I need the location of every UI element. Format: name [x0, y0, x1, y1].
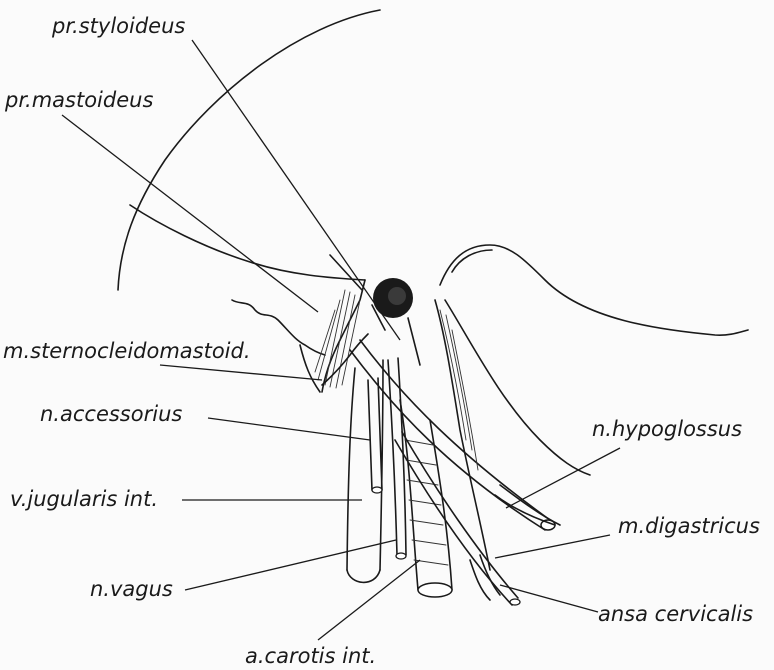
accessory-nerve [368, 378, 382, 493]
internal-jugular-vein [347, 360, 383, 582]
ansa-cervicalis [395, 432, 520, 605]
label-m-digastricus: m.digastricus [618, 514, 760, 538]
leader-m-digastricus [495, 535, 610, 558]
label-pr-mastoideus: pr.mastoideus [4, 88, 153, 112]
label-n-vagus: n.vagus [90, 577, 173, 601]
label-v-jugularis-int: v.jugularis int. [10, 487, 158, 511]
skull-outline [118, 10, 380, 290]
vagus-nerve [388, 358, 406, 559]
label-ansa-cervicalis: ansa cervicalis [598, 602, 753, 626]
sternocleidomastoid-fibers [315, 255, 368, 388]
label-m-sternocleidomastoid: m.sternocleidomastoid. [3, 339, 251, 363]
leader-pr-mastoideus [62, 115, 318, 312]
label-a-carotis-int: a.carotis int. [245, 644, 376, 668]
leader-n-accessorius [208, 418, 370, 440]
styloid-process [372, 278, 420, 365]
leader-m-sternocleidomastoid [160, 365, 322, 380]
leader-n-hypoglossus [506, 448, 620, 508]
internal-carotid-artery [400, 400, 452, 597]
label-n-hypoglossus: n.hypoglossus [592, 417, 742, 441]
label-n-accessorius: n.accessorius [40, 402, 182, 426]
label-pr-styloideus: pr.styloideus [51, 14, 185, 38]
leader-a-carotis-int [318, 560, 420, 640]
